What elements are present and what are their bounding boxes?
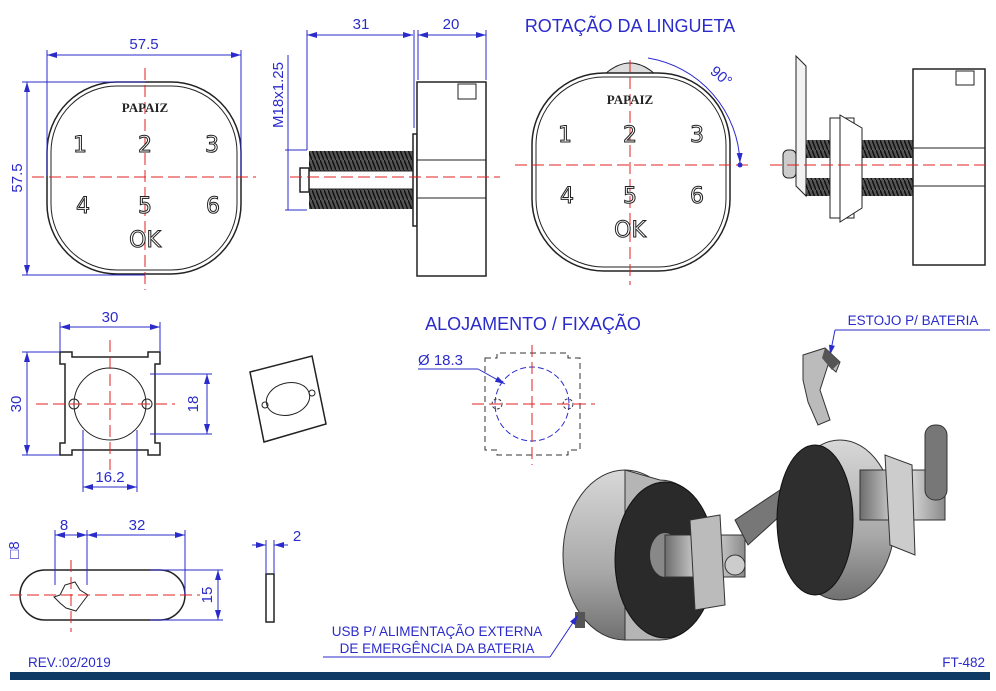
key-ok: OK — [614, 218, 646, 243]
thread-upper — [309, 151, 413, 171]
footer-bar — [10, 672, 990, 680]
plate-bottom-dimension: 16.2 — [95, 469, 124, 486]
key-5: 5 — [138, 194, 152, 219]
cam-width-dimension: 15 — [199, 587, 216, 604]
key-3: 3 — [205, 133, 219, 158]
key-6: 6 — [206, 194, 220, 219]
lock-body-side — [416, 81, 487, 277]
lock-body-side-2 — [912, 68, 986, 266]
usb-note: USB P/ ALIMENTAÇÃO EXTERNA DE EMERGÊNCIA… — [323, 614, 579, 658]
key-ok: OK — [129, 228, 161, 253]
brand-logo: PAPAIZ — [122, 100, 169, 115]
cam-side — [265, 573, 275, 623]
key-1: 1 — [73, 133, 87, 158]
key-5: 5 — [623, 184, 637, 209]
keypad-outline-2 — [531, 72, 731, 272]
usb-note-line1: USB P/ ALIMENTAÇÃO EXTERNA — [332, 624, 543, 639]
render-lock-rear — [776, 424, 948, 601]
cam-drawing: 8 32 □8 15 2 — [6, 517, 301, 632]
height-dimension: 57.5 — [9, 163, 26, 192]
cam-square-dimension: □8 — [6, 541, 23, 558]
rotation-arc — [647, 57, 743, 164]
revision-label: REV.:02/2019 — [28, 655, 111, 670]
key-2: 2 — [623, 123, 637, 148]
rotation-angle: 90° — [707, 63, 735, 91]
side-view: 31 20 M18x1.25 — [270, 16, 500, 277]
key-2: 2 — [138, 133, 152, 158]
plate-isometric — [249, 355, 327, 443]
key-3: 3 — [690, 123, 704, 148]
battery-case-label: ESTOJO P/ BATERIA — [848, 313, 979, 328]
key-6: 6 — [690, 184, 704, 209]
thread-lower — [309, 189, 413, 209]
plate-height-dimension: 30 — [8, 396, 25, 413]
body-depth-dimension: 20 — [443, 16, 460, 33]
rotation-view: ROTAÇÃO DA LINGUETA 90° PAPAIZ 1 2 3 4 5… — [515, 15, 748, 285]
rotation-title: ROTAÇÃO DA LINGUETA — [525, 15, 735, 36]
cam-offset-dimension: 8 — [60, 517, 68, 534]
width-dimension: 57.5 — [129, 36, 158, 53]
document-code: FT-482 — [942, 655, 985, 670]
key-4: 4 — [560, 184, 574, 209]
key-1: 1 — [558, 123, 572, 148]
cam-length-dimension: 32 — [129, 517, 146, 534]
key-4: 4 — [76, 194, 90, 219]
thread-spec-label: M18x1.25 — [270, 62, 287, 128]
housing-cutout: ALOJAMENTO / FIXAÇÃO Ø 18.3 — [418, 313, 641, 465]
mounting-plate: 30 30 18 16.2 — [8, 309, 212, 492]
housing-diameter: Ø 18.3 — [418, 352, 463, 369]
thread-length-dimension: 31 — [353, 16, 370, 33]
plate-width-dimension: 30 — [102, 309, 119, 326]
battery-case: ESTOJO P/ BATERIA — [802, 313, 990, 426]
render-lock-front — [562, 469, 793, 641]
brand-logo-2: PAPAIZ — [607, 92, 654, 107]
plate-inner-dimension: 18 — [185, 396, 202, 413]
housing-title: ALOJAMENTO / FIXAÇÃO — [425, 313, 641, 334]
cam-thickness-dimension: 2 — [293, 528, 301, 545]
usb-port — [575, 612, 585, 628]
front-view: PAPAIZ 1 2 3 4 5 6 OK 57.5 57.5 — [9, 36, 256, 290]
side-view-with-cam — [770, 54, 990, 266]
usb-note-line2: DE EMERGÊNCIA DA BATERIA — [340, 641, 535, 656]
